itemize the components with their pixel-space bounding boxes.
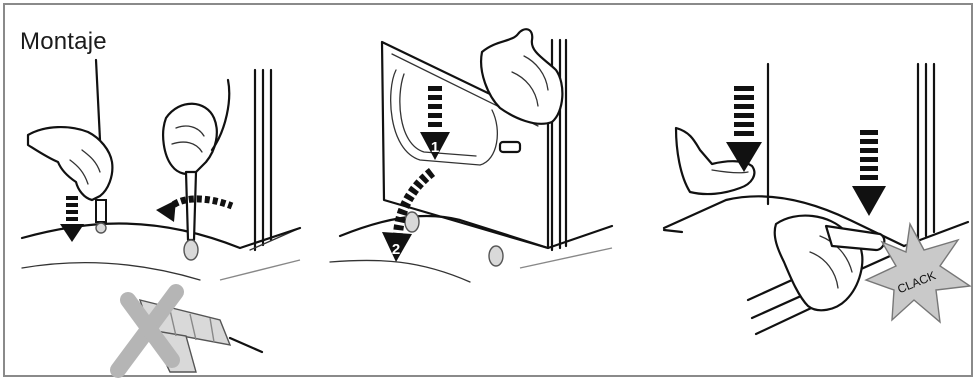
surface-front-edge: [330, 260, 470, 282]
surface-line: [220, 260, 300, 280]
panel-1-remove-screws: [22, 60, 300, 372]
panel-3-click-in: CLACK: [664, 64, 970, 334]
panel-2-position-appliance: 1 2: [330, 29, 612, 282]
appliance-vent: [500, 142, 520, 152]
arrow-down-icon: [852, 130, 886, 216]
hand-icon: [28, 60, 112, 200]
hand-icon: [163, 80, 229, 174]
screw-icon: [96, 200, 106, 233]
foot-icon: [489, 246, 503, 266]
surface-front-edge: [22, 263, 200, 280]
screw-icon: [184, 172, 198, 260]
foot-icon: [405, 212, 419, 232]
surface-line: [520, 248, 612, 268]
step-number-2: 2: [392, 241, 400, 258]
step-number-1: 1: [431, 139, 439, 156]
arrow-down-icon: [726, 86, 762, 172]
arrow-down-icon: [60, 196, 84, 242]
